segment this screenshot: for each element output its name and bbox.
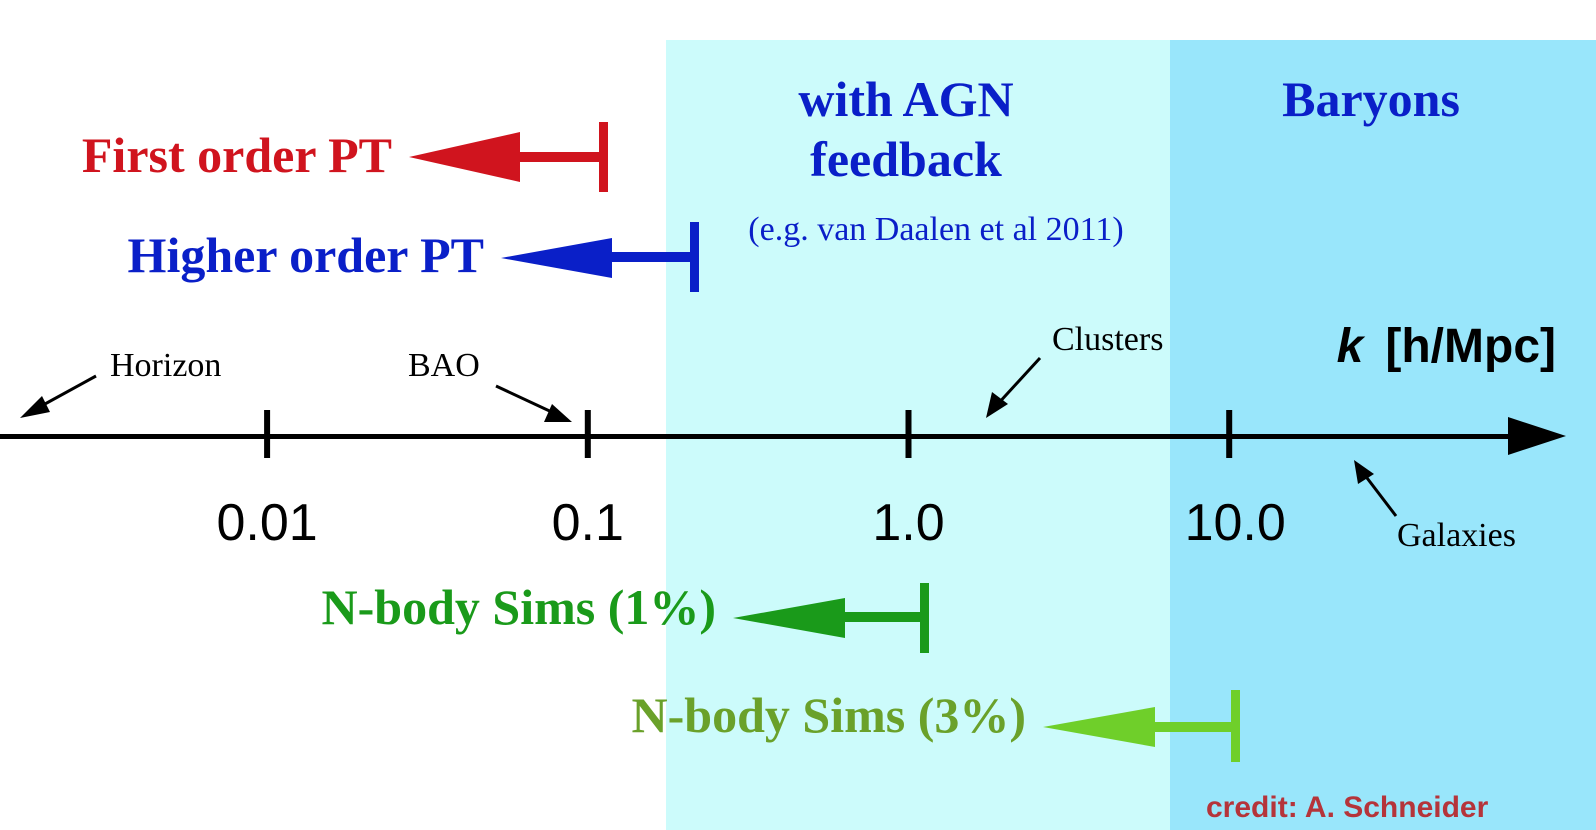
nbody-3-label: N-body Sims (3%) bbox=[632, 687, 1026, 743]
clusters-label: Clusters bbox=[1052, 321, 1163, 358]
nbody-3-arrowhead bbox=[1043, 707, 1155, 747]
axis-tick-2 bbox=[905, 410, 912, 458]
first-order-pt-arrow bbox=[409, 122, 608, 192]
first-order-pt-label: First order PT bbox=[82, 127, 392, 183]
nbody-3-arrow bbox=[1043, 690, 1240, 762]
axis-tick-label-1: 0.1 bbox=[552, 494, 624, 552]
agn-reference: (e.g. van Daalen et al 2011) bbox=[748, 211, 1123, 248]
higher-order-pt-arrow bbox=[501, 222, 699, 292]
k-axis-title: k [h/Mpc] bbox=[1337, 320, 1556, 373]
k-axis-line bbox=[0, 434, 1512, 439]
clusters-pointer bbox=[986, 356, 1042, 418]
bao-pointer bbox=[495, 384, 572, 422]
nbody-1-limit bbox=[920, 583, 929, 653]
k-axis-arrowhead bbox=[1508, 417, 1566, 455]
agn-title-line2: feedback bbox=[810, 131, 1002, 187]
nbody-1-arrowhead bbox=[733, 598, 845, 638]
higher-order-pt-shaft bbox=[610, 252, 694, 262]
first-order-pt-arrowhead bbox=[409, 132, 520, 182]
bao-label: BAO bbox=[408, 347, 480, 384]
nbody-1-label: N-body Sims (1%) bbox=[322, 579, 716, 635]
credit-label: credit: A. Schneider bbox=[1206, 791, 1489, 824]
axis-tick-1 bbox=[584, 410, 591, 458]
axis-tick-label-3: 10.0 bbox=[1185, 494, 1286, 552]
axis-tick-label-2: 1.0 bbox=[872, 494, 944, 552]
higher-order-pt-arrowhead bbox=[501, 238, 612, 278]
horizon-pointer bbox=[20, 374, 97, 418]
horizon-label: Horizon bbox=[110, 347, 221, 384]
agn-title-line1: with AGN bbox=[798, 71, 1013, 127]
higher-order-pt-label: Higher order PT bbox=[128, 227, 484, 283]
galaxies-pointer bbox=[1354, 460, 1398, 517]
axis-tick-3 bbox=[1226, 410, 1233, 458]
k-unit: [h/Mpc] bbox=[1385, 320, 1556, 373]
axis-tick-label-0: 0.01 bbox=[216, 494, 317, 552]
higher-order-pt-limit bbox=[690, 222, 699, 292]
nbody-1-arrow bbox=[733, 583, 929, 653]
galaxies-label: Galaxies bbox=[1397, 517, 1516, 554]
first-order-pt-limit bbox=[599, 122, 608, 192]
baryons-title: Baryons bbox=[1282, 71, 1460, 127]
axis-ticks: 0.01 0.1 1.0 10.0 bbox=[216, 410, 1286, 552]
k-symbol: k bbox=[1337, 320, 1366, 373]
first-order-pt-shaft bbox=[518, 152, 604, 162]
nbody-3-shaft bbox=[1153, 722, 1238, 732]
nbody-1-shaft bbox=[843, 612, 923, 622]
axis-tick-0 bbox=[264, 410, 271, 458]
nbody-3-limit bbox=[1231, 690, 1240, 762]
